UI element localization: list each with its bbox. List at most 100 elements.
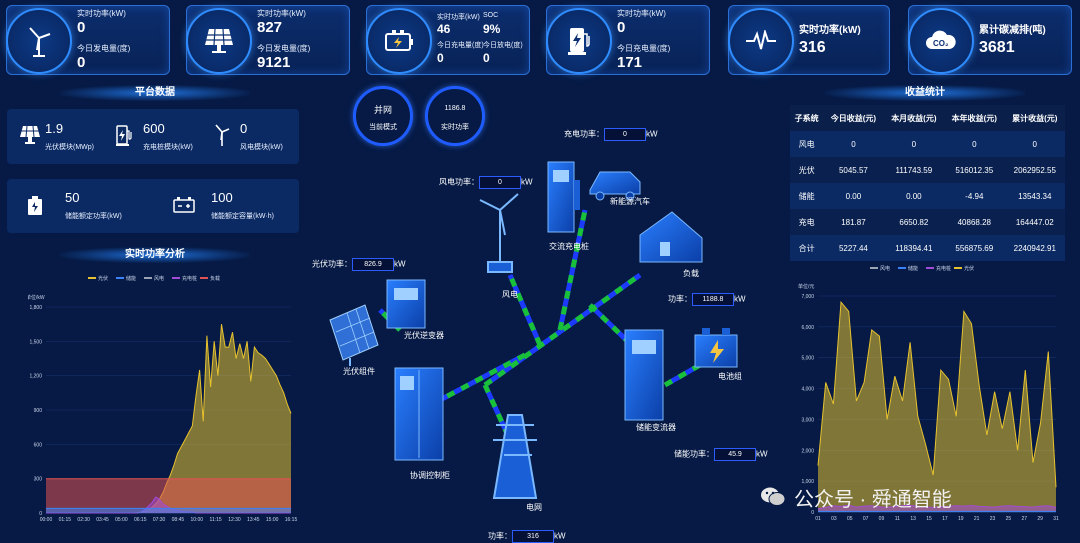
storage-power-label: 储能额定功率(kW): [65, 213, 122, 220]
x-tick-label: 02:30: [77, 517, 90, 523]
y-tick-label: 0: [39, 511, 42, 517]
series-area-光伏: [818, 302, 1056, 512]
table-cell: 111743.59: [895, 165, 933, 175]
storage-capacity-label: 储能额定容量(kW·h): [211, 213, 274, 220]
grid-power-label: 功率：: [488, 531, 512, 541]
card-label: 实时功率(kW): [77, 9, 126, 18]
revenue-header: 今日收益(元): [830, 113, 877, 123]
card-value: 0: [77, 19, 86, 36]
grid-mode-indicator: 并网 当前模式: [353, 86, 413, 146]
load-power-label: 功率：: [668, 294, 692, 304]
y-tick-label: 1,000: [801, 479, 814, 485]
ev-label: 新能源汽车: [610, 197, 650, 206]
pv-power-label: 光伏功率：: [312, 259, 352, 269]
wind-power-label: 风电功率：: [439, 177, 479, 187]
revenue-header: 本年收益(元): [951, 113, 997, 123]
x-tick-label: 09: [879, 516, 885, 522]
y-tick-label: 900: [34, 408, 43, 414]
charge-power-value: 0: [604, 128, 646, 141]
y-tick-label: 5,000: [801, 356, 814, 362]
grid-mode-label: 当前模式: [369, 124, 397, 131]
table-cell: 充电: [798, 217, 815, 227]
series-area-光伏: [46, 324, 291, 513]
wind-turbine-icon: [213, 123, 231, 152]
pv-label: 光伏模块(MWp): [45, 144, 94, 151]
charging-pile-icon: [546, 8, 612, 74]
table-cell: 164447.02: [1015, 217, 1054, 227]
legend-label: 风电: [154, 275, 164, 282]
y-tick-label: 1,800: [29, 305, 42, 311]
x-tick-label: 15:00: [266, 517, 279, 523]
storage-power-value: 50: [65, 190, 80, 205]
revenue-chart: 风电储能充电桩光伏单位/元7,0006,0005,0004,0003,0002,…: [798, 265, 1059, 522]
card-value: 827: [257, 19, 283, 36]
y-tick-label: 1,200: [29, 374, 42, 380]
x-tick-label: 05: [847, 516, 853, 522]
card-value: 0: [617, 19, 626, 36]
y-tick-label: 1,500: [29, 339, 42, 345]
table-cell: 5045.57: [838, 165, 868, 175]
x-tick-label: 11:15: [210, 517, 222, 523]
watermark-text: 公众号 · 舜通智能: [794, 488, 952, 511]
wind-power-unit: kW: [521, 177, 533, 187]
table-cell: 556875.69: [955, 243, 994, 253]
card-label: 今日充电量(度): [437, 42, 484, 49]
realtime-chart-title: 实时功率分析: [60, 247, 250, 263]
battery-icon: [366, 8, 432, 74]
grid-mode-value: 并网: [373, 105, 392, 115]
y-tick-label: 600: [34, 442, 43, 448]
wind-label: 风电模块(kW): [240, 144, 283, 151]
battery-label: 电池组: [718, 372, 742, 381]
x-tick-label: 08:45: [172, 517, 185, 523]
x-tick-label: 19: [958, 516, 964, 522]
card-value: 0: [437, 51, 444, 65]
realtime-power-value: 1186.8: [444, 105, 466, 112]
table-cell: 光伏: [798, 165, 815, 175]
pulse-icon: [728, 8, 794, 74]
wechat-icon: [760, 486, 786, 508]
card-value: 0: [483, 51, 490, 65]
pcs-label: 储能变流器: [636, 423, 676, 432]
card-label: 实时功率(kW): [799, 25, 861, 36]
realtime-power-indicator: 1186.8 实时功率: [425, 86, 485, 146]
revenue-header: 累计收益(元): [1012, 113, 1058, 123]
load-power-value: 1188.8: [692, 293, 734, 306]
revenue-title: 收益统计: [825, 85, 1025, 101]
y-tick-label: 7,000: [801, 294, 814, 300]
storage-card: 实时功率(kW) 46 SOC 9% 今日充电量(度) 0 今日放电(度) 0: [366, 5, 530, 75]
table-cell: 0.00: [845, 191, 862, 201]
table-cell: 0: [851, 139, 856, 149]
table-cell: 6650.82: [899, 217, 929, 227]
table-cell: 40868.28: [957, 217, 991, 227]
x-tick-label: 29: [1037, 516, 1043, 522]
pv-power-value: 826.9: [352, 258, 394, 271]
svg-text:CO₂: CO₂: [933, 39, 949, 48]
x-tick-label: 21: [974, 516, 980, 522]
energy-topology-diagram: [329, 161, 738, 499]
table-cell: 合计: [798, 243, 815, 253]
card-label: 今日发电量(度): [257, 44, 311, 53]
card-value: 46: [437, 22, 451, 36]
y-tick-label: 6,000: [801, 325, 814, 331]
storage-power-unit: kW: [756, 449, 768, 459]
solar-panel-icon: [329, 304, 379, 366]
ac-pile-label: 交流充电桩: [549, 242, 589, 251]
y-axis-label: 单位/元: [798, 283, 814, 290]
card-label: 今日发电量(度): [77, 44, 131, 53]
card-label: 实时功率(kW): [257, 9, 306, 18]
x-tick-label: 00:00: [40, 517, 53, 523]
platform-panel-1: 1.9 光伏模块(MWp) 600 充电桩模块(kW) 0 风电模块(kW): [7, 109, 299, 164]
y-tick-label: 2,000: [801, 448, 814, 454]
cabinet-label: 协调控制柜: [410, 471, 450, 480]
x-tick-label: 07:30: [153, 517, 166, 523]
card-value: 3681: [979, 39, 1015, 56]
legend-label: 储能: [126, 275, 136, 282]
table-cell: -4.94: [965, 191, 984, 201]
